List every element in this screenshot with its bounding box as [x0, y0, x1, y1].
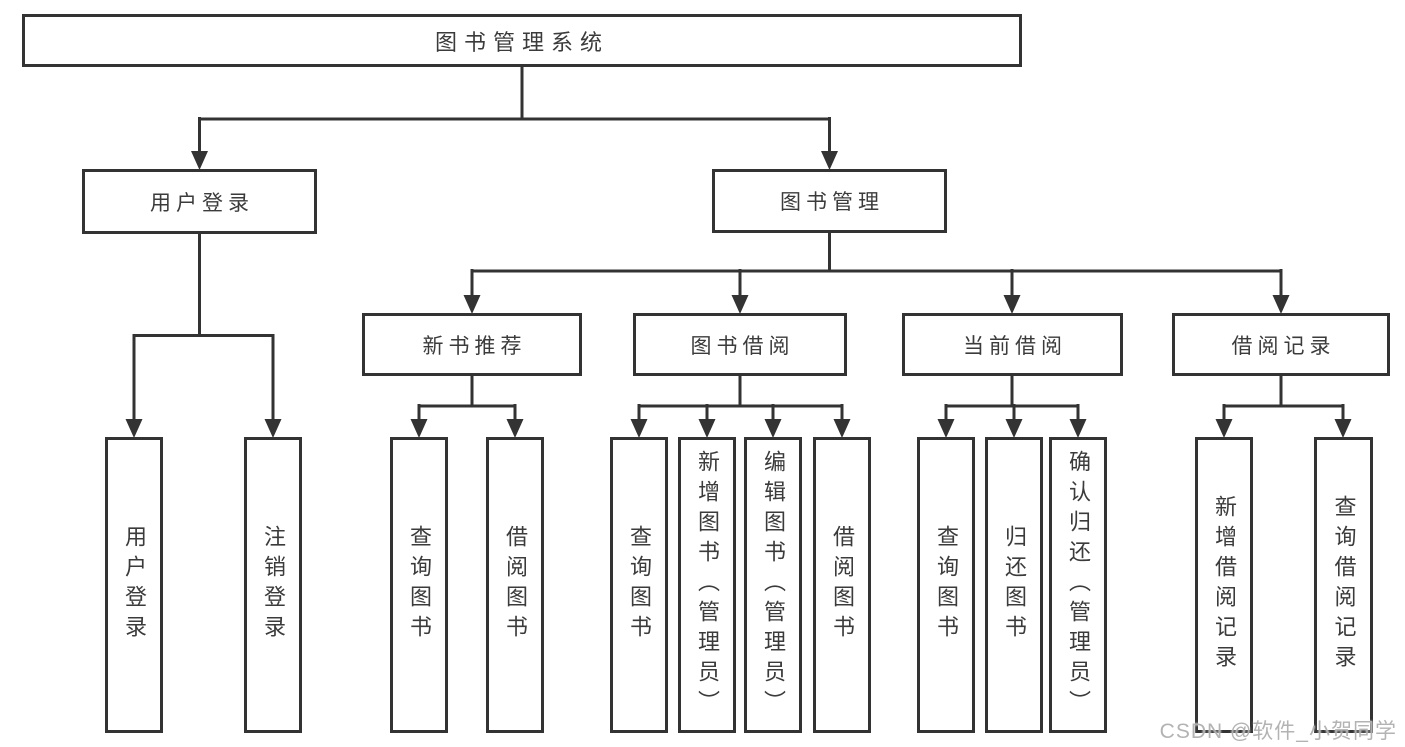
node-book-management: 图书管理: [712, 169, 947, 233]
leaf-bb-borrow-book: 借阅图书: [813, 437, 871, 733]
leaf-cb-return-book: 归还图书: [985, 437, 1043, 733]
leaf-nbr-borrow-book: 借阅图书: [486, 437, 544, 733]
leaf-bb-query-book: 查询图书: [610, 437, 668, 733]
node-borrow-record: 借阅记录: [1172, 313, 1390, 376]
node-user-login: 用户登录: [82, 169, 317, 234]
watermark: CSDN @软件_小贺同学: [1159, 720, 1397, 743]
node-current-borrow: 当前借阅: [902, 313, 1123, 376]
leaf-cb-confirm-return-admin: 确认归还（管理员）: [1049, 437, 1107, 733]
node-book-borrow: 图书借阅: [633, 313, 847, 376]
leaf-nbr-query-book: 查询图书: [390, 437, 448, 733]
leaf-bb-edit-book-admin: 编辑图书（管理员）: [744, 437, 802, 733]
leaf-user-login: 用户登录: [105, 437, 163, 733]
leaf-logout: 注销登录: [244, 437, 302, 733]
node-root-system: 图书管理系统: [22, 14, 1022, 67]
node-new-book-recommend: 新书推荐: [362, 313, 582, 376]
leaf-br-query-borrow-record: 查询借阅记录: [1314, 437, 1373, 733]
leaf-bb-add-book-admin: 新增图书（管理员）: [678, 437, 736, 733]
leaf-cb-query-book: 查询图书: [917, 437, 975, 733]
leaf-br-add-borrow-record: 新增借阅记录: [1195, 437, 1253, 733]
